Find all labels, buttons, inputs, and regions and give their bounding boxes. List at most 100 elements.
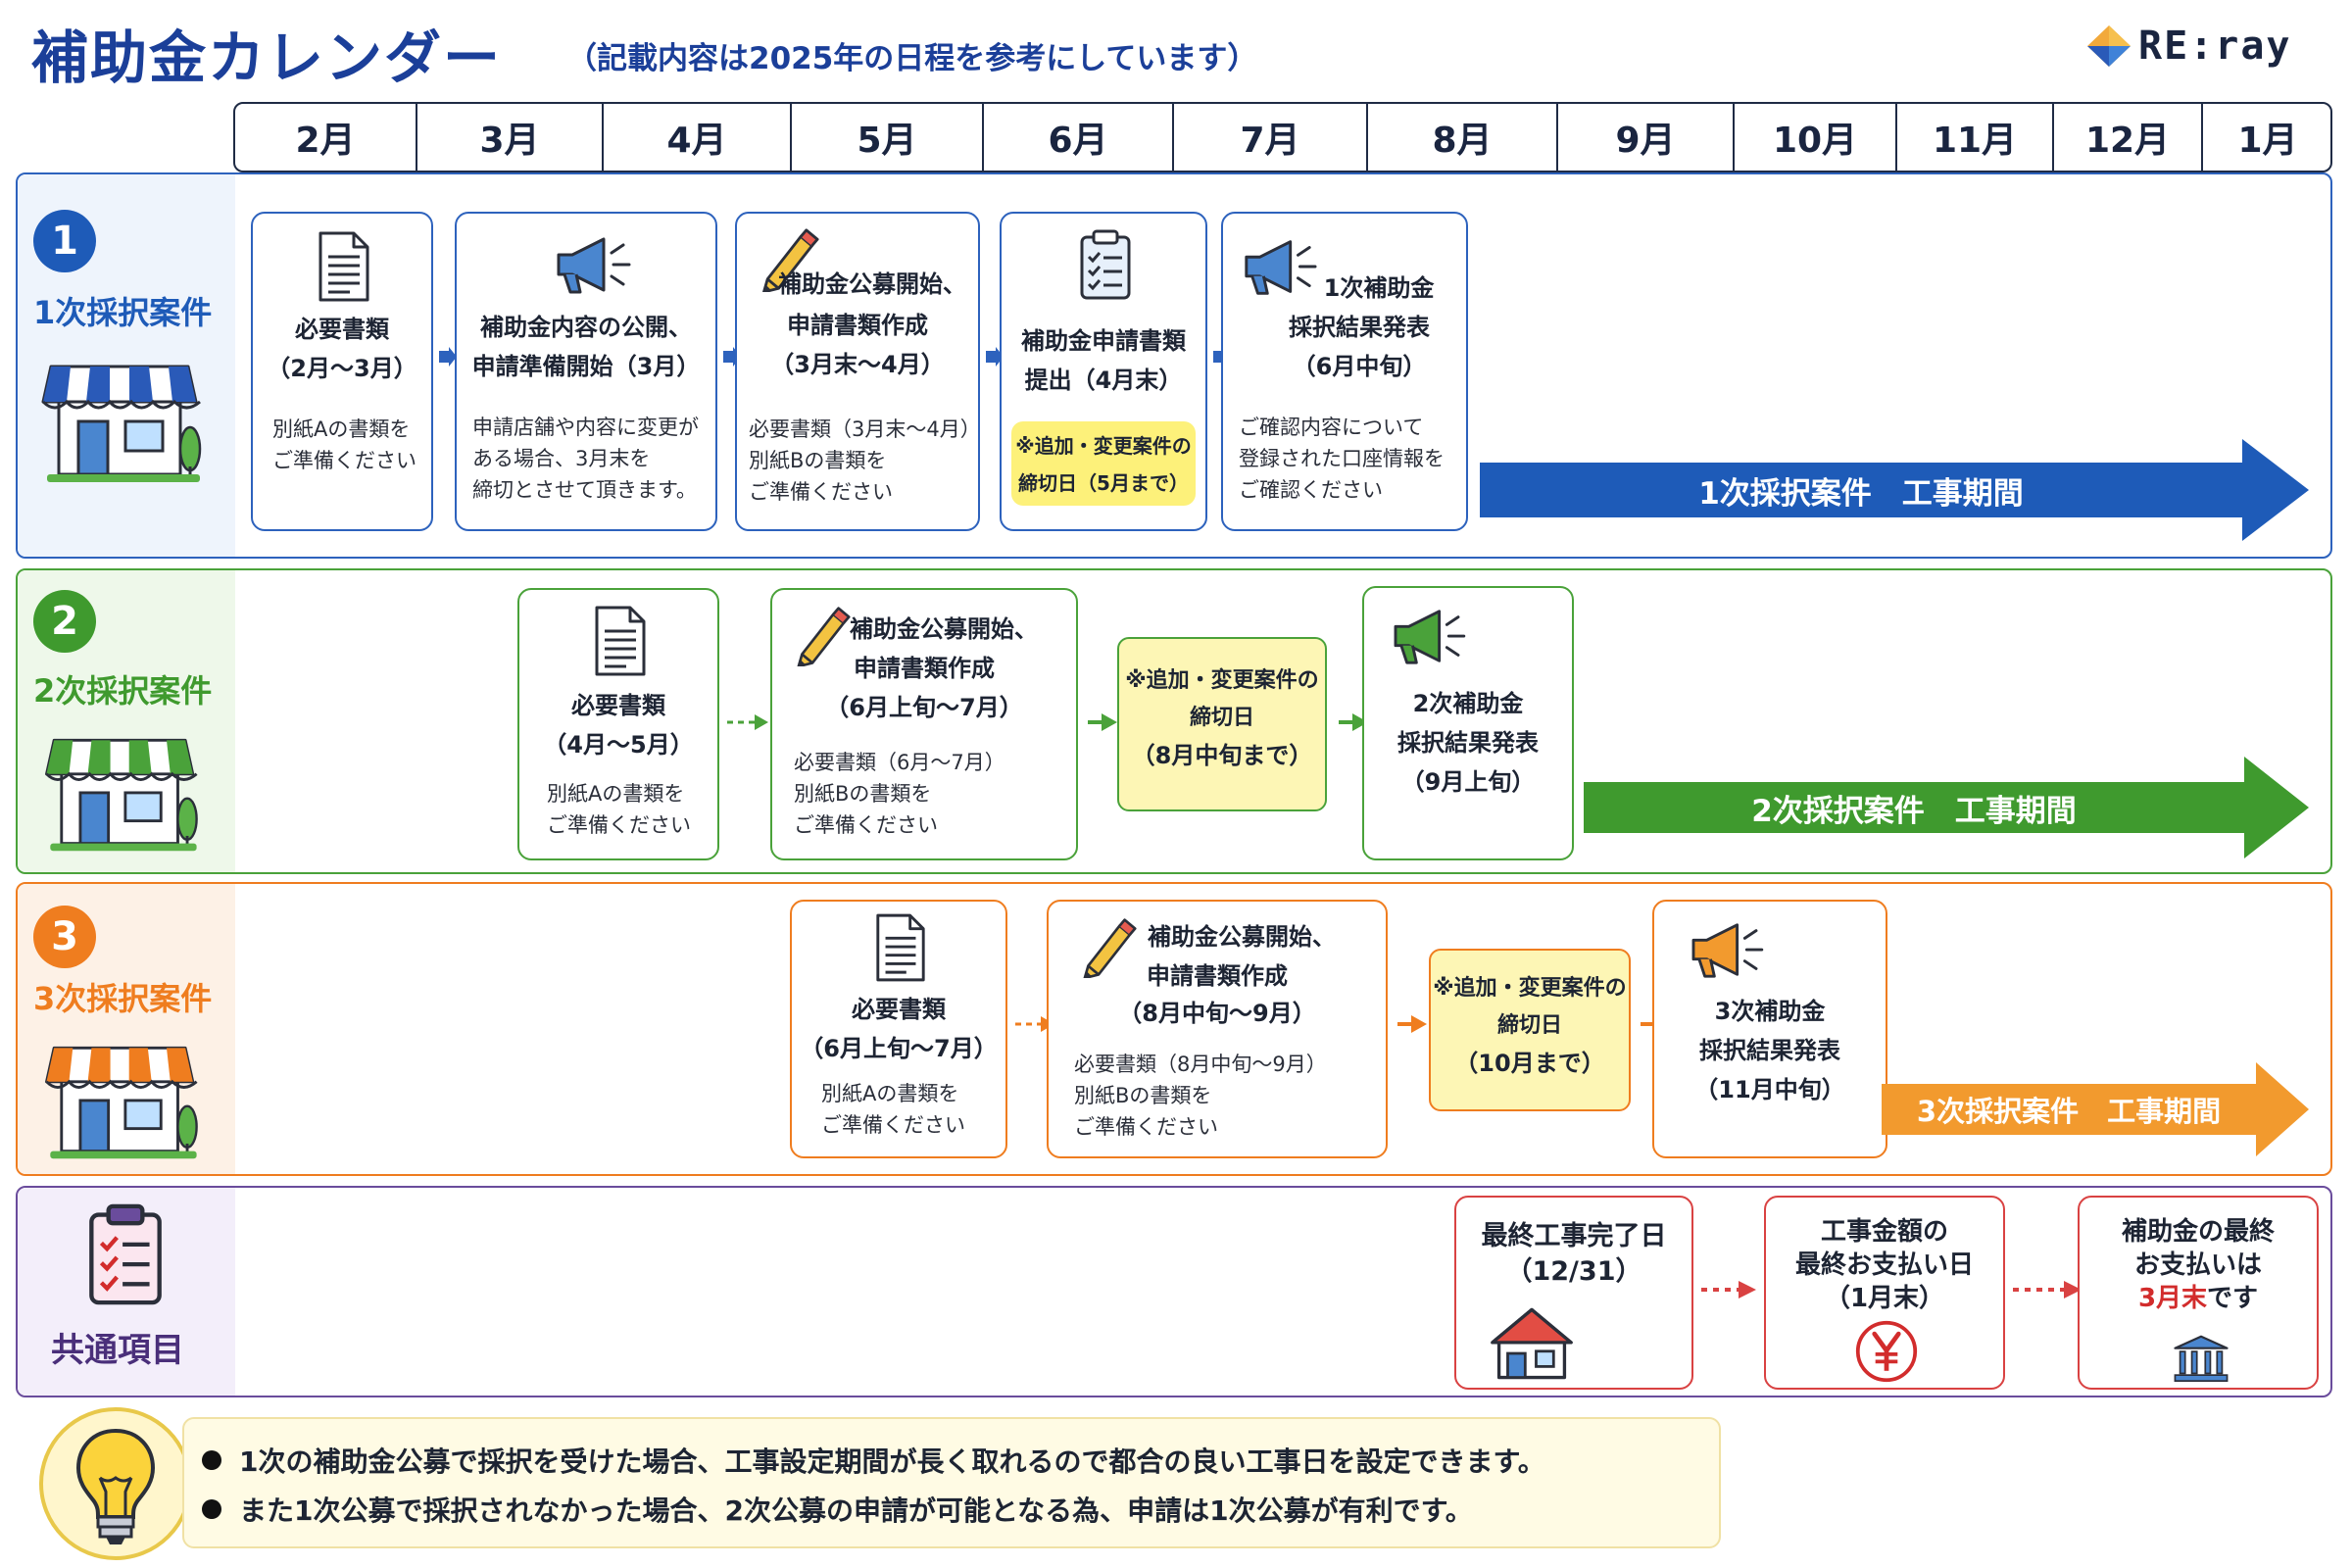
card-title: 採択結果発表	[1397, 729, 1539, 757]
step-card: 必要書類 （4月〜5月） 別紙Aの書類を ご準備ください	[517, 588, 719, 860]
common-text: です	[2207, 1284, 2259, 1313]
card-title: 2次補助金	[1412, 690, 1524, 717]
card-note: 別紙Aの書類を	[272, 417, 411, 441]
common-emph-line: 3月末です	[2080, 1282, 2317, 1315]
deadline-note: ※追加・変更案件の 締切日（5月まで）	[1011, 421, 1196, 506]
deadline-text: （10月まで）	[1454, 1050, 1605, 1077]
payment-deadline: 3月末	[2137, 1284, 2208, 1313]
card-note: 別紙Bの書類を	[749, 449, 887, 472]
card-title: 申請書類作成	[787, 312, 928, 339]
round-name: 1次採択案件	[33, 294, 213, 331]
deadline-note: ※追加・変更案件の 締切日 （8月中旬まで）	[1117, 637, 1327, 811]
step-card: 必要書類 （2月〜3月） 別紙Aの書類を ご準備ください	[251, 212, 433, 531]
deadline-note: ※追加・変更案件の 締切日 （10月まで）	[1429, 949, 1631, 1111]
page-subtitle: （記載内容は2025年の日程を参考にしています）	[566, 41, 1258, 76]
deadline-text: 締切日（5月まで）	[1018, 471, 1189, 495]
month-oct: 10月	[1733, 104, 1895, 171]
step-card: 必要書類 （6月上旬〜7月） 別紙Aの書類を ご準備ください	[790, 900, 1007, 1158]
month-jul: 7月	[1172, 104, 1366, 171]
deadline-text: ※追加・変更案件の	[1433, 976, 1627, 1001]
step-card: 補助金内容の公開、 申請準備開始（3月） 申請店舗や内容に変更が ある場合、3月…	[455, 212, 717, 531]
card-note: 必要書類（3月末〜4月）	[749, 417, 981, 441]
card-title: 必要書類	[852, 996, 946, 1023]
tip-item: また1次公募で採択されなかった場合、2次公募の申請が可能となる為、申請は1次公募…	[202, 1490, 1473, 1529]
card-note: 申請店舗や内容に変更が	[472, 416, 699, 439]
card-note: 登録された口座情報を	[1239, 447, 1445, 470]
arrow-shape	[1480, 439, 2309, 541]
deadline-text: 締切日	[1189, 706, 1254, 730]
round-3-label: 3 3次採択案件	[18, 884, 235, 1174]
step-card: 補助金公募開始、 申請書類作成 （6月上旬〜7月） 必要書類（6月〜7月） 別紙…	[770, 588, 1078, 860]
card-note: ご準備ください	[1074, 1115, 1218, 1139]
megaphone-icon	[1245, 240, 1317, 295]
month-sep: 9月	[1556, 104, 1733, 171]
card-title: 補助金申請書類	[1021, 327, 1186, 355]
common-name: 共通項目	[51, 1331, 184, 1370]
card-title: 1次補助金	[1323, 274, 1435, 302]
yen-icon	[1854, 1319, 1919, 1384]
round-1-row: 1 1次採択案件 必要書類 （2月〜3月） 別紙Aの書類を ご準備ください	[16, 172, 2332, 559]
round-2-row: 2 2次採択案件 必要書類 （4月〜5月） 別紙Aの書類を ご準備ください	[16, 568, 2332, 874]
arrow-shape	[1584, 757, 2309, 858]
round-name: 2次採択案件	[33, 672, 213, 710]
round-badge: 2	[33, 590, 96, 653]
shop-icon	[45, 1046, 198, 1159]
card-note: ご確認内容について	[1239, 416, 1424, 439]
flow-arrow	[727, 714, 768, 730]
step-card: 2次補助金 採択結果発表 （9月上旬）	[1362, 586, 1574, 860]
deadline-text: ※追加・変更案件の	[1015, 434, 1192, 458]
checklist-icon	[89, 1203, 162, 1305]
card-note: ご準備ください	[794, 813, 938, 837]
card-title: 採択結果発表	[1289, 314, 1430, 341]
period-label: 3次採択案件 工事期間	[1916, 1095, 2222, 1128]
round-badge: 3	[33, 906, 96, 968]
card-title: （6月上旬〜7月）	[800, 1035, 998, 1062]
card-title: （11月中旬）	[1694, 1076, 1845, 1103]
card-title: （3月末〜4月）	[770, 351, 945, 378]
month-header: 2月 3月 4月 5月 6月 7月 8月 9月 10月 11月 12月 1月	[233, 102, 2332, 172]
house-icon	[1488, 1305, 1576, 1382]
lightbulb-icon	[39, 1407, 192, 1560]
card-title: 3次補助金	[1714, 998, 1826, 1025]
tip-item: 1次の補助金公募で採択を受けた場合、工事設定期間が長く取れるので都合の良い工事日…	[202, 1441, 1545, 1480]
card-note: 締切とさせて頂きます。	[472, 478, 697, 502]
common-card: 工事金額の 最終お支払い日 （1月末）	[1764, 1196, 2005, 1390]
construction-period-arrow: 2次採択案件 工事期間	[1584, 757, 2311, 858]
bank-icon	[2172, 1333, 2230, 1384]
flow-arrow	[2013, 1281, 2082, 1298]
flow-arrow	[1701, 1281, 1756, 1298]
month-dec: 12月	[2052, 104, 2201, 171]
card-title: 必要書類	[295, 316, 389, 343]
step-card: 補助金申請書類 提出（4月末） ※追加・変更案件の 締切日（5月まで）	[1000, 212, 1207, 531]
common-text: 最終お支払い日	[1794, 1250, 1974, 1280]
card-note: ご確認ください	[1239, 478, 1383, 502]
step-card: 補助金公募開始、 申請書類作成 （8月中旬〜9月） 必要書類（8月中旬〜9月） …	[1047, 900, 1388, 1158]
step-card: 補助金公募開始、 申請書類作成 （3月末〜4月） 必要書類（3月末〜4月） 別紙…	[735, 212, 981, 531]
card-title: （2月〜3月）	[267, 355, 417, 382]
logo-text: RE:ray	[2138, 24, 2292, 69]
construction-period-arrow: 3次採択案件 工事期間	[1882, 1062, 2311, 1156]
period-label: 2次採択案件 工事期間	[1751, 793, 2077, 829]
card-title: 補助金公募開始、	[778, 270, 966, 298]
common-row: 共通項目 最終工事完了日 （12/31） 工事金額の 最終お支払い日 （1月末）…	[16, 1186, 2332, 1397]
month-jun: 6月	[982, 104, 1172, 171]
card-title: 申請準備開始（3月）	[471, 353, 701, 380]
card-note: 必要書類（8月中旬〜9月）	[1074, 1053, 1327, 1076]
megaphone-icon	[557, 237, 631, 294]
flow-arrow	[439, 347, 457, 367]
card-note: ご準備ください	[749, 480, 893, 504]
deadline-text: （8月中旬まで）	[1131, 742, 1313, 769]
brand-logo[interactable]: RE:ray	[2085, 24, 2330, 69]
logo-mark-icon	[2087, 25, 2131, 67]
page-title: 補助金カレンダー	[31, 24, 503, 91]
card-title: 必要書類	[571, 692, 665, 719]
round-1-label: 1 1次採択案件	[18, 174, 235, 557]
card-note: ご準備ください	[547, 813, 691, 837]
round-3-row: 3 3次採択案件 必要書類 （6月上旬〜7月） 別紙Aの書類を ご準備ください	[16, 882, 2332, 1176]
flow-arrow	[986, 347, 1004, 367]
round-name: 3次採択案件	[33, 980, 213, 1017]
month-mar: 3月	[416, 104, 602, 171]
step-card: 3次補助金 採択結果発表 （11月中旬）	[1652, 900, 1887, 1158]
flow-arrow	[1088, 713, 1117, 731]
month-may: 5月	[790, 104, 982, 171]
